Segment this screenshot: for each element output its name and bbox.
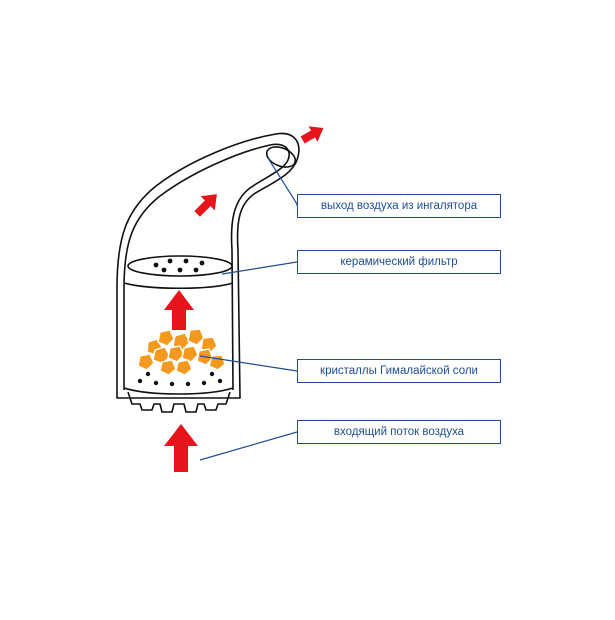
crystal-icon <box>200 336 218 354</box>
filter-holes <box>153 258 205 273</box>
crystal-icon <box>167 345 185 363</box>
flow-arrows <box>164 126 324 472</box>
crystal-icon <box>159 359 177 376</box>
crystal-icon <box>152 346 171 365</box>
label-air-outlet-text: выход воздуха из ингалятора <box>320 200 478 212</box>
arrow-up-icon <box>164 424 198 472</box>
inhaler-body <box>116 132 300 399</box>
base-cap <box>127 391 231 413</box>
crystal-icon <box>172 332 191 351</box>
arrow-up-icon <box>300 126 324 144</box>
label-air-inflow-text: входящий поток воздуха <box>333 426 465 438</box>
label-salt-crystals: кристаллы Гималайской соли <box>297 359 501 383</box>
base-holes <box>137 371 223 387</box>
label-ceramic-filter-text: керамический фильтр <box>340 256 458 268</box>
crystal-icon <box>137 353 155 371</box>
label-air-inflow: входящий поток воздуха <box>297 420 501 444</box>
arrow-up-icon <box>164 290 194 330</box>
label-salt-crystals-text: кристаллы Гималайской соли <box>320 365 478 377</box>
crystal-icon <box>175 359 193 376</box>
salt-crystals <box>137 328 226 376</box>
arrow-up-icon <box>194 194 217 217</box>
crystal-icon <box>181 345 199 363</box>
crystal-icon <box>157 329 175 347</box>
label-air-outlet: выход воздуха из ингалятора <box>297 194 501 218</box>
crystal-icon <box>187 328 205 346</box>
label-ceramic-filter: керамический фильтр <box>297 250 501 274</box>
